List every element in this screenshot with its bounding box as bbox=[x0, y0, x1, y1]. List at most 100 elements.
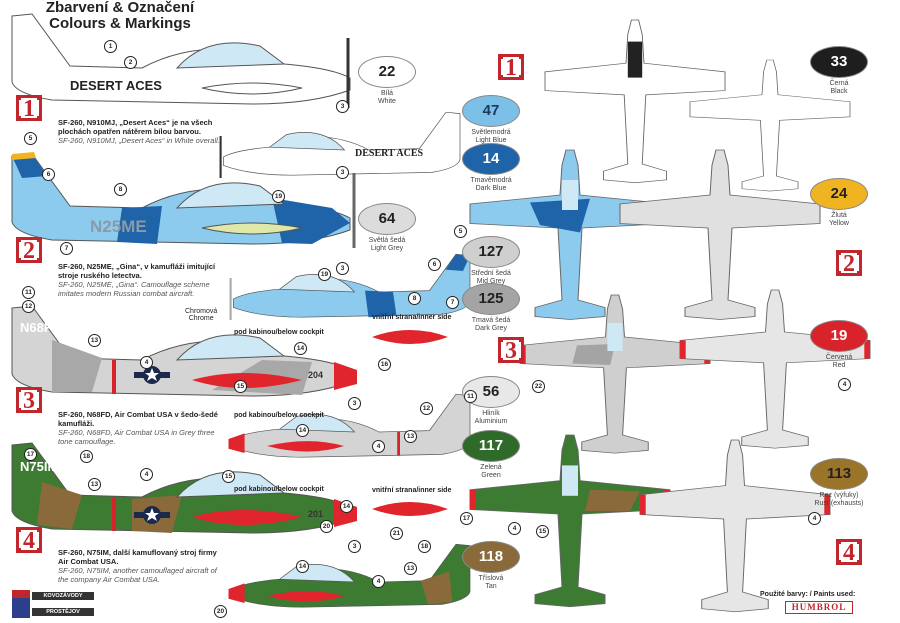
registration-n68fd: N68FD bbox=[20, 320, 61, 335]
scheme-badge-1: 1 bbox=[16, 95, 42, 121]
aircraft-plan-2-top bbox=[469, 149, 671, 320]
colour-name-en: Green bbox=[481, 472, 501, 479]
colour-name-cz: Střední šedá bbox=[471, 270, 511, 277]
colour-name-cz: Žlutá bbox=[831, 212, 847, 219]
callout-19: 19 bbox=[272, 190, 285, 203]
callout-13: 13 bbox=[88, 334, 101, 347]
colour-swatch: 127 bbox=[462, 236, 520, 268]
caption-scheme-2: SF-260, N25ME, „Gina“, v kamufláži imitu… bbox=[58, 262, 228, 298]
humbrol-logo: HUMBROL bbox=[785, 601, 853, 614]
title-czech: Zbarvení & Označení bbox=[45, 0, 195, 16]
colour-swatch: 113 bbox=[810, 458, 868, 490]
callout-13: 13 bbox=[404, 562, 417, 575]
callout-6: 6 bbox=[428, 258, 441, 271]
logo-emblem bbox=[12, 590, 30, 618]
callout-11: 11 bbox=[22, 286, 35, 299]
registration-desert-aces: DESERT ACES bbox=[70, 78, 162, 93]
callout-7: 7 bbox=[446, 296, 459, 309]
callout-3: 3 bbox=[348, 540, 361, 553]
aircraft-profile-1-small bbox=[219, 111, 461, 178]
title-english: Colours & Markings bbox=[49, 15, 191, 32]
callout-16: 16 bbox=[378, 358, 391, 371]
callout-4: 4 bbox=[140, 356, 153, 369]
colour-swatch: 22 bbox=[358, 56, 416, 88]
caption-en: SF-260, N68FD, Air Combat USA in Grey th… bbox=[58, 428, 215, 446]
caption-scheme-1: SF-260, N910MJ, „Desert Aces“ je na všec… bbox=[58, 118, 228, 145]
colour-swatch: 24 bbox=[810, 178, 868, 210]
caption-en: SF-260, N25ME, „Gina“. Camouflage scheme… bbox=[58, 280, 210, 298]
callout-15: 15 bbox=[222, 470, 235, 483]
callout-14: 14 bbox=[296, 424, 309, 437]
colour-name-cz: Bílá bbox=[380, 90, 394, 97]
caption-scheme-3: SF-260, N68FD, Air Combat USA v šedo-šed… bbox=[58, 410, 228, 446]
colour-swatch: 64 bbox=[358, 203, 416, 235]
callout-4: 4 bbox=[808, 512, 821, 525]
callout-12: 12 bbox=[420, 402, 433, 415]
callout-17: 17 bbox=[24, 448, 37, 461]
callout-12: 12 bbox=[22, 300, 35, 313]
colour-name-en: Dark Grey bbox=[475, 325, 507, 332]
colour-name-cz: Tmavěmodrá bbox=[470, 177, 512, 184]
aircraft-plan-4-bottom bbox=[639, 439, 831, 613]
colour-name-en: Rust (exhausts) bbox=[814, 500, 864, 507]
tank-inner-side-3 bbox=[372, 330, 448, 344]
sheet-title: Zbarvení & Označení Colours & Markings bbox=[0, 0, 240, 32]
scheme-badge-2: 2 bbox=[16, 237, 42, 263]
callout-8: 8 bbox=[114, 183, 127, 196]
caption-scheme-4: SF-260, N75IM, další kamuflovaný stroj f… bbox=[58, 548, 228, 584]
callout-21: 21 bbox=[390, 527, 403, 540]
callout-17: 17 bbox=[460, 512, 473, 525]
scheme-badge-2-plan: 2 bbox=[836, 250, 862, 276]
colour-swatch: 19 bbox=[810, 320, 868, 352]
paints-used-label: Použité barvy: / Paints used: bbox=[760, 591, 856, 598]
callout-20: 20 bbox=[320, 520, 333, 533]
colour-name-cz: Zelená bbox=[480, 464, 502, 471]
callout-1: 1 bbox=[104, 40, 117, 53]
callout-4: 4 bbox=[372, 575, 385, 588]
colour-name-cz: Červená bbox=[825, 354, 853, 361]
colour-swatch: 118 bbox=[462, 541, 520, 573]
note-inner-side-4: vnitřní strana/inner side bbox=[372, 487, 452, 494]
caption-cz: SF-260, N910MJ, „Desert Aces“ je na všec… bbox=[58, 118, 213, 136]
caption-en: SF-260, N910MJ, „Desert Aces“ in White o… bbox=[58, 136, 220, 145]
caption-en: SF-260, N75IM, another camouflaged aircr… bbox=[58, 566, 217, 584]
callout-19: 19 bbox=[318, 268, 331, 281]
callout-7: 7 bbox=[60, 242, 73, 255]
colour-name-en: Aluminium bbox=[474, 418, 508, 425]
callout-3: 3 bbox=[336, 262, 349, 275]
colour-name-en: Dark Blue bbox=[475, 185, 507, 192]
callout-18: 18 bbox=[80, 450, 93, 463]
logo-line1: KOVOZÁVODY bbox=[32, 592, 94, 600]
callout-15: 15 bbox=[234, 380, 247, 393]
callout-15: 15 bbox=[536, 525, 549, 538]
logo-line2: PROSTĚJOV bbox=[32, 608, 94, 616]
callout-14: 14 bbox=[296, 560, 309, 573]
code-201: 201 bbox=[308, 509, 323, 519]
callout-3: 3 bbox=[336, 100, 349, 113]
aircraft-plan-1-top bbox=[544, 19, 726, 184]
callout-8: 8 bbox=[408, 292, 421, 305]
callout-3: 3 bbox=[348, 397, 361, 410]
colour-swatch: 47 bbox=[462, 95, 520, 127]
colour-name-en: Mid Grey bbox=[476, 278, 506, 285]
colour-swatch: 117 bbox=[462, 430, 520, 462]
colour-name-en: Black bbox=[830, 88, 848, 95]
note-below-cockpit-3b: pod kabinou/below cockpit bbox=[234, 412, 324, 419]
kovozavody-logo: KOVOZÁVODY PROSTĚJOV bbox=[12, 590, 94, 618]
chrome-cz: Chromová bbox=[185, 308, 218, 315]
colour-name-en: Red bbox=[832, 362, 846, 369]
callout-3: 3 bbox=[336, 166, 349, 179]
scheme-badge-1-plan: 1 bbox=[498, 54, 524, 80]
callout-6: 6 bbox=[42, 168, 55, 181]
colour-swatch: 14 bbox=[462, 143, 520, 175]
colour-name-en: White bbox=[378, 98, 396, 105]
